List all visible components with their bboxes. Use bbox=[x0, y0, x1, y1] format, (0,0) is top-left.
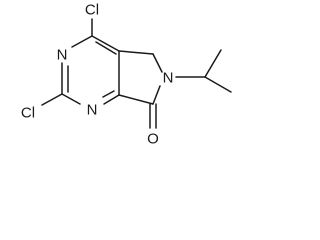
bond-n1-c7a-inner bbox=[102, 90, 115, 98]
bond-c4-c4a bbox=[91, 35, 120, 52]
bond-c4-n3 bbox=[71, 35, 93, 48]
atom-n-lower: N bbox=[87, 102, 98, 119]
bond-c7-c7a bbox=[118, 94, 154, 105]
bond-ch-me2 bbox=[204, 76, 232, 93]
bond-c2-n1 bbox=[61, 93, 81, 105]
bond-c4a-c5 bbox=[118, 50, 154, 55]
atom-n-upper: N bbox=[57, 47, 68, 64]
bond-c5-n6 bbox=[152, 53, 163, 73]
bond-lines bbox=[41, 18, 232, 129]
bond-ch-me1 bbox=[204, 49, 222, 78]
bond-n6-c7 bbox=[152, 85, 161, 105]
atom-cl-left: Cl bbox=[21, 105, 35, 122]
bond-c4-c4a-inner bbox=[95, 41, 117, 55]
bond-c2-cl bbox=[41, 93, 63, 106]
bond-n1-c7a bbox=[103, 94, 120, 105]
atom-o-carbonyl: O bbox=[147, 131, 159, 148]
atom-cl-top: Cl bbox=[85, 2, 99, 19]
chemical-structure: Cl Cl N N N O bbox=[21, 2, 232, 148]
atom-n-ring: N bbox=[163, 70, 174, 87]
atom-labels: Cl Cl N N N O bbox=[21, 2, 174, 148]
